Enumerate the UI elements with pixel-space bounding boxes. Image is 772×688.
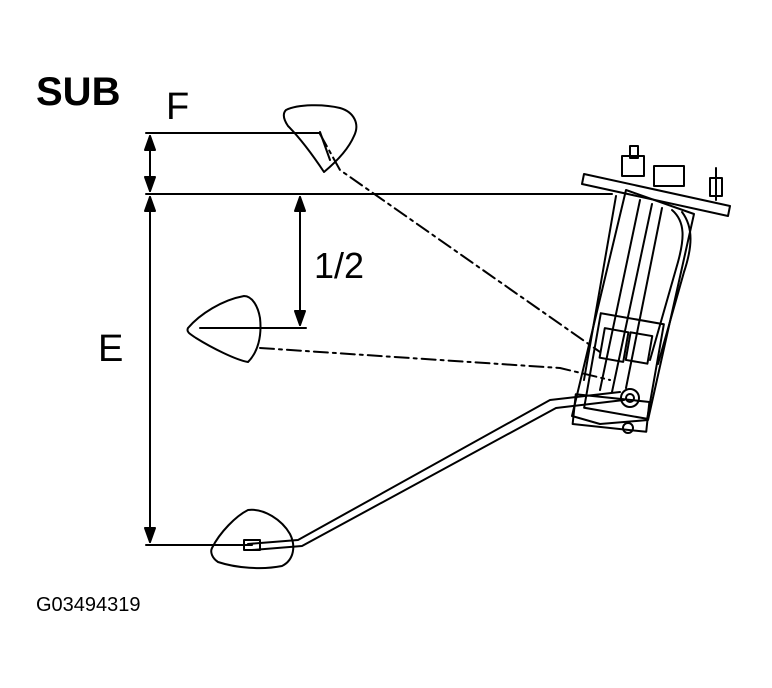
arm-bottom-a xyxy=(247,391,621,545)
top-fitting-left-cap xyxy=(629,145,639,159)
tube-5 xyxy=(657,211,692,365)
bottom-cap xyxy=(571,393,651,433)
tube-6 xyxy=(583,195,617,381)
float-top xyxy=(282,104,358,173)
pivot-ring xyxy=(620,388,640,408)
half-arrow-top xyxy=(294,196,306,212)
top-fitting-left xyxy=(621,155,645,177)
half-arrow-bottom xyxy=(294,310,306,326)
diagram-title: SUB xyxy=(36,70,121,114)
top-fitting-mid xyxy=(653,165,685,187)
sender-block-1 xyxy=(598,327,630,363)
reference-lines xyxy=(145,132,613,546)
tube-4 xyxy=(649,209,684,361)
bottom-cap-screw xyxy=(622,422,634,434)
sender-block-2 xyxy=(624,331,654,365)
label-half: 1/2 xyxy=(314,245,365,286)
float-bottom xyxy=(210,508,295,570)
floats xyxy=(186,104,358,570)
top-nozzle-body xyxy=(709,177,723,197)
arm-bottom-b xyxy=(251,399,625,551)
float-arms xyxy=(243,133,625,551)
mounting-flange xyxy=(581,173,731,217)
arm-top xyxy=(319,133,601,353)
label-f: F xyxy=(166,86,190,128)
sender-housing xyxy=(583,312,665,420)
figure-id: G03494319 xyxy=(36,594,141,616)
arm-middle xyxy=(259,347,611,381)
dimension-lines xyxy=(144,135,306,543)
float-middle xyxy=(186,295,262,363)
pivot-ring-inner xyxy=(625,393,635,403)
e-arrow-bottom xyxy=(144,527,156,543)
f-arrow-bottom xyxy=(144,176,156,192)
e-arrow-top xyxy=(144,196,156,212)
arm-bottom-clip xyxy=(243,539,261,551)
label-e: E xyxy=(98,328,124,370)
tube-3 xyxy=(625,207,663,389)
pump-body xyxy=(571,189,695,425)
f-arrow-top xyxy=(144,135,156,151)
fuel-pump-assembly xyxy=(571,145,731,434)
